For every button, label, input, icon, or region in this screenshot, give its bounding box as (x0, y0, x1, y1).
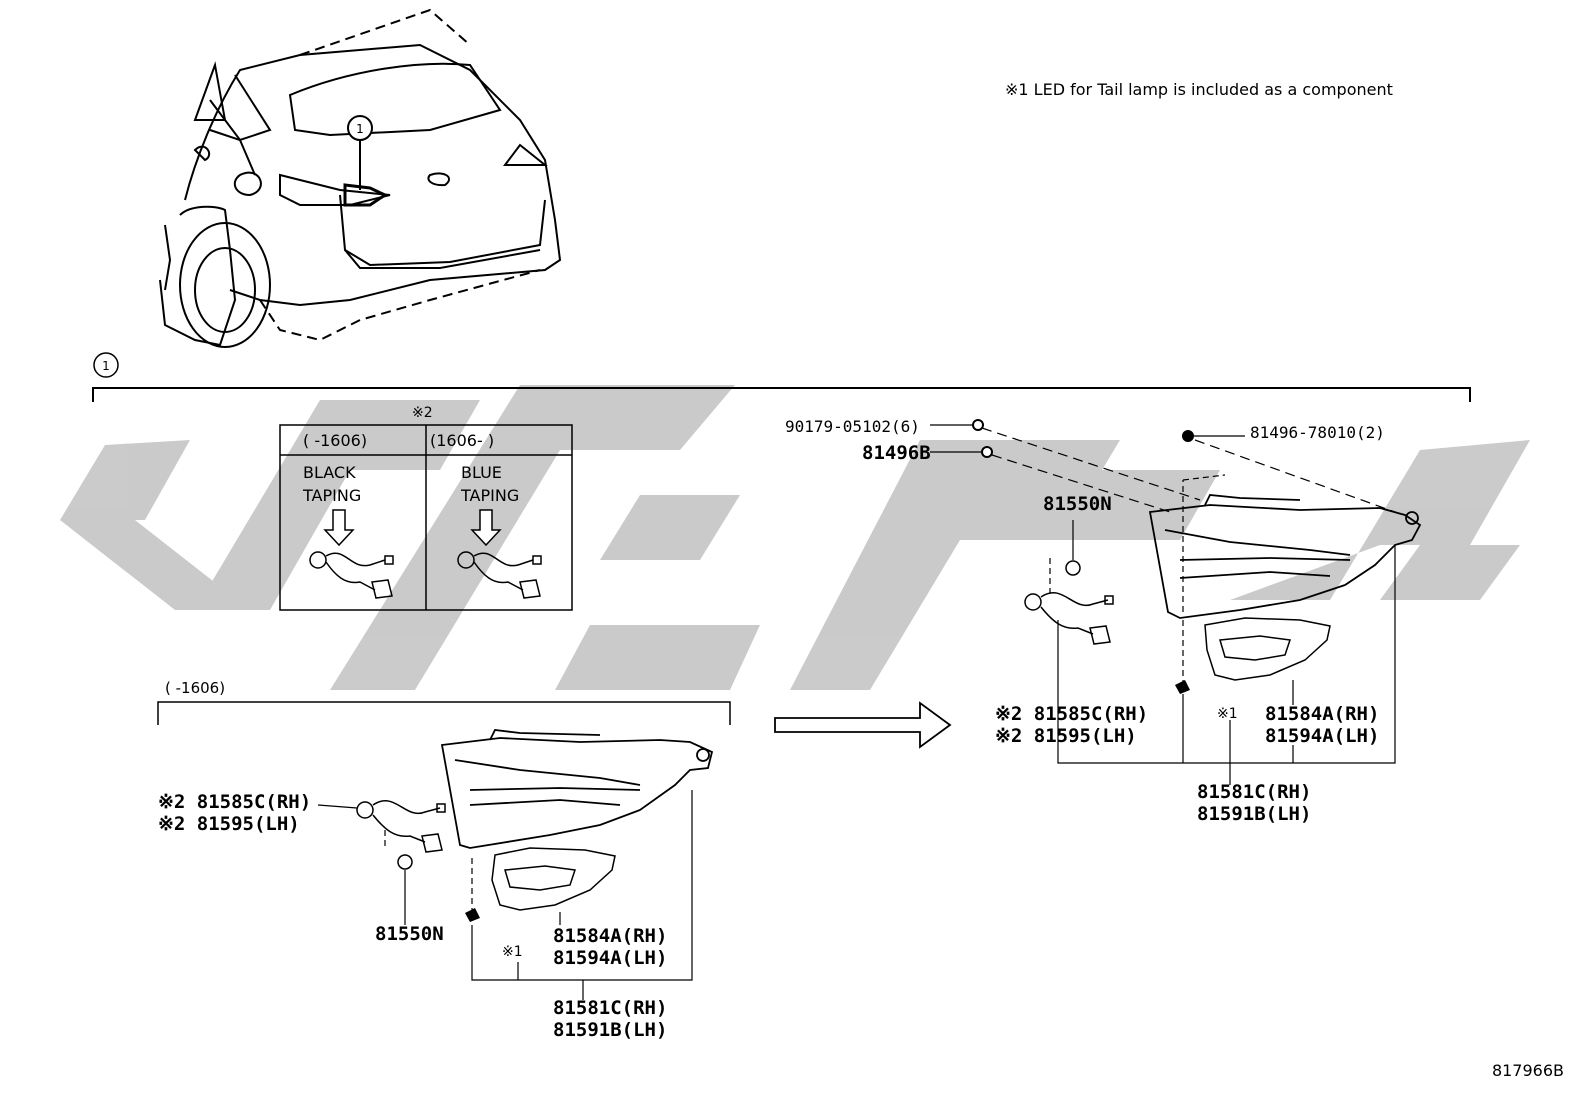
old-cover-drawing (491, 847, 616, 911)
new-grommet-label: 81496B (862, 442, 931, 464)
new-clip-label: 81496-78010(2) (1250, 423, 1385, 442)
new-cover-lh: 81594A(LH) (1265, 725, 1379, 747)
callout-marker-assembly: 1 (102, 359, 110, 373)
right-arrow-icon (774, 701, 952, 749)
watermark-logo (60, 385, 1530, 690)
old-socket-lh: ※2 81595(LH) (158, 813, 300, 835)
old-leader-lines (317, 790, 693, 1000)
taping-table (279, 424, 573, 611)
new-lamp-rh: 81581C(RH) (1197, 781, 1311, 803)
new-cover-drawing (1204, 617, 1331, 681)
new-lamp-lh: 81591B(LH) (1197, 803, 1311, 825)
old-screw-icon (465, 908, 480, 922)
new-socket-rh: ※2 81585C(RH) (995, 703, 1148, 725)
old-bulb-icon (397, 854, 413, 870)
taping-col2-header: (1606- ) (430, 431, 494, 450)
new-socket-lh: ※2 81595(LH) (995, 725, 1137, 747)
down-arrow-icon (323, 509, 502, 547)
assembly-bracket (92, 387, 1471, 402)
old-lamp-rh: 81581C(RH) (553, 997, 667, 1019)
old-lamp-lh: 81591B(LH) (553, 1019, 667, 1041)
taping-col2-line2: TAPING (460, 486, 519, 505)
socket-wire-icon (309, 551, 542, 599)
taping-col1-header: ( -1606) (303, 431, 367, 450)
new-cover-rh: 81584A(RH) (1265, 703, 1379, 725)
old-socket-rh: ※2 81585C(RH) (158, 791, 311, 813)
taping-col1-line1: BLACK (303, 463, 356, 482)
old-led-marker: ※1 (502, 944, 523, 960)
taping-col1-line2: TAPING (302, 486, 361, 505)
new-screw-icon (1175, 680, 1190, 694)
new-leader-lines (930, 424, 1396, 785)
old-range-label: ( -1606) (165, 679, 225, 697)
old-socket-wire (356, 800, 446, 853)
old-cover-rh: 81584A(RH) (553, 925, 667, 947)
taping-col2-line1: BLUE (461, 463, 502, 482)
led-note: ※1 LED for Tail lamp is included as a co… (1005, 80, 1393, 99)
new-clip-icon (1182, 430, 1194, 442)
callout-marker-car: 1 (356, 122, 364, 136)
new-nut-label: 90179-05102(6) (785, 417, 920, 436)
new-socket-wire (1024, 592, 1114, 645)
new-grommet-icon (981, 446, 993, 458)
callout-circle-assembly (93, 352, 119, 378)
vehicle-rear-illustration (159, 8, 562, 348)
new-bulb-icon (1065, 560, 1081, 576)
old-tail-lamp-drawing (440, 729, 714, 849)
drawing-number: 817966B (1492, 1061, 1564, 1080)
new-bulb-label: 81550N (1043, 493, 1112, 515)
new-led-marker: ※1 (1217, 706, 1238, 722)
old-cover-lh: 81594A(LH) (553, 947, 667, 969)
new-nut-icon (972, 419, 984, 431)
old-range-bracket (157, 701, 731, 725)
taping-table-marker: ※2 (412, 405, 433, 421)
old-bulb-label: 81550N (375, 923, 444, 945)
